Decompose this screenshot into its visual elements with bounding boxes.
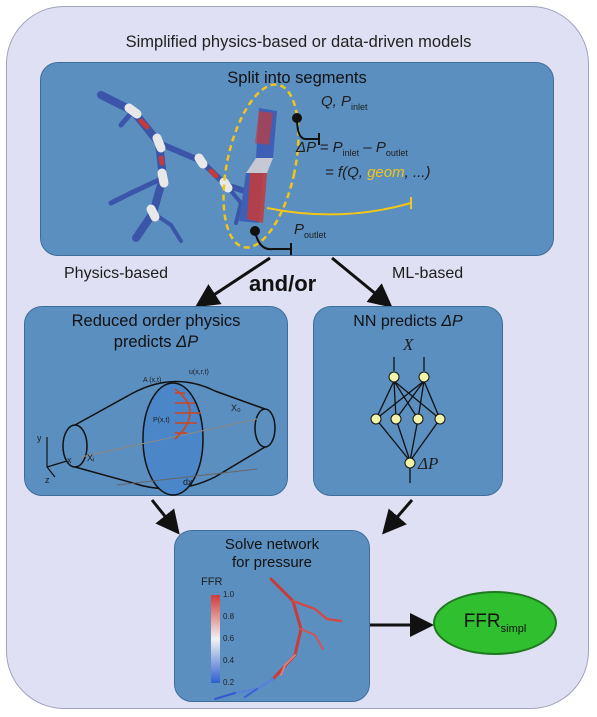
pressure-network	[214, 577, 343, 700]
ml-based-label: ML-based	[392, 265, 464, 282]
ffr-simpl-result: FFRsimpl	[433, 591, 557, 655]
ffr-legend-tick: 0.6	[223, 634, 235, 643]
rom-label-dx: dx	[183, 477, 193, 487]
nn-panel: NN predicts ΔP X ΔP	[313, 306, 503, 496]
segments-panel-title: Split into segments	[227, 69, 367, 87]
rom-label-xo: X₀	[231, 403, 241, 413]
rom-panel-title: Reduced order physics predicts ΔP	[71, 312, 241, 351]
ffr-legend-tick: 0.8	[223, 612, 235, 621]
nn-hidden-node	[370, 413, 382, 425]
rom-label-xi: Xᵢ	[87, 453, 95, 463]
inlet-label: Q, Pinlet	[321, 93, 368, 112]
axis-z-label: z	[45, 475, 50, 485]
rom-panel: Reduced order physics predicts ΔP A (x,t…	[24, 306, 288, 496]
nn-output-node	[404, 457, 416, 469]
ffr-colorbar	[211, 595, 220, 683]
rom-label-p: P(x,t)	[153, 417, 170, 424]
delta-p-equation: ΔP = Pinlet – Poutlet	[296, 139, 408, 158]
segment-outline	[222, 83, 300, 249]
ffr-legend-title: FFR	[201, 576, 223, 588]
axis-y-label: y	[37, 433, 42, 443]
rom-label-u: u(x,r,t)	[189, 369, 209, 376]
outlet-bracket	[254, 230, 292, 255]
nn-hidden-node	[434, 413, 446, 425]
nn-hidden-node	[390, 413, 402, 425]
inlet-bracket	[296, 117, 320, 145]
nn-input-node	[418, 371, 430, 383]
ffr-legend-tick: 0.4	[223, 656, 235, 665]
neural-network	[370, 357, 446, 483]
segments-illustration	[97, 83, 412, 255]
rom-illustration	[46, 380, 276, 496]
and-or-label: and/or	[249, 271, 317, 296]
segments-panel: Split into segments	[40, 62, 554, 256]
network-panel: Solve network for pressure FFR 1.0 0.8 0.6…	[174, 530, 370, 702]
nn-input-label: X	[403, 335, 414, 354]
main-title: Simplified physics-based or data-driven …	[125, 33, 472, 51]
ffr-legend-tick: 1.0	[223, 590, 235, 599]
axis-x-label: x	[67, 455, 72, 465]
cross-section	[142, 382, 204, 496]
nn-panel-title: NN predicts ΔP	[353, 313, 463, 330]
nn-input-node	[388, 371, 400, 383]
vessel-segment	[239, 108, 277, 223]
network-panel-title: Solve network for pressure	[224, 536, 320, 571]
geom-arrow	[266, 197, 412, 216]
nn-hidden-node	[412, 413, 424, 425]
rom-label-a: A (x,t)	[143, 377, 162, 384]
nn-output-label: ΔP	[418, 454, 439, 473]
outlet-label: Poutlet	[294, 221, 327, 240]
vessel-tree	[97, 91, 254, 243]
ffr-legend-tick: 0.2	[223, 678, 235, 687]
delta-p-function: = f(Q, geom, ...)	[325, 164, 431, 181]
physics-based-label: Physics-based	[64, 265, 169, 282]
